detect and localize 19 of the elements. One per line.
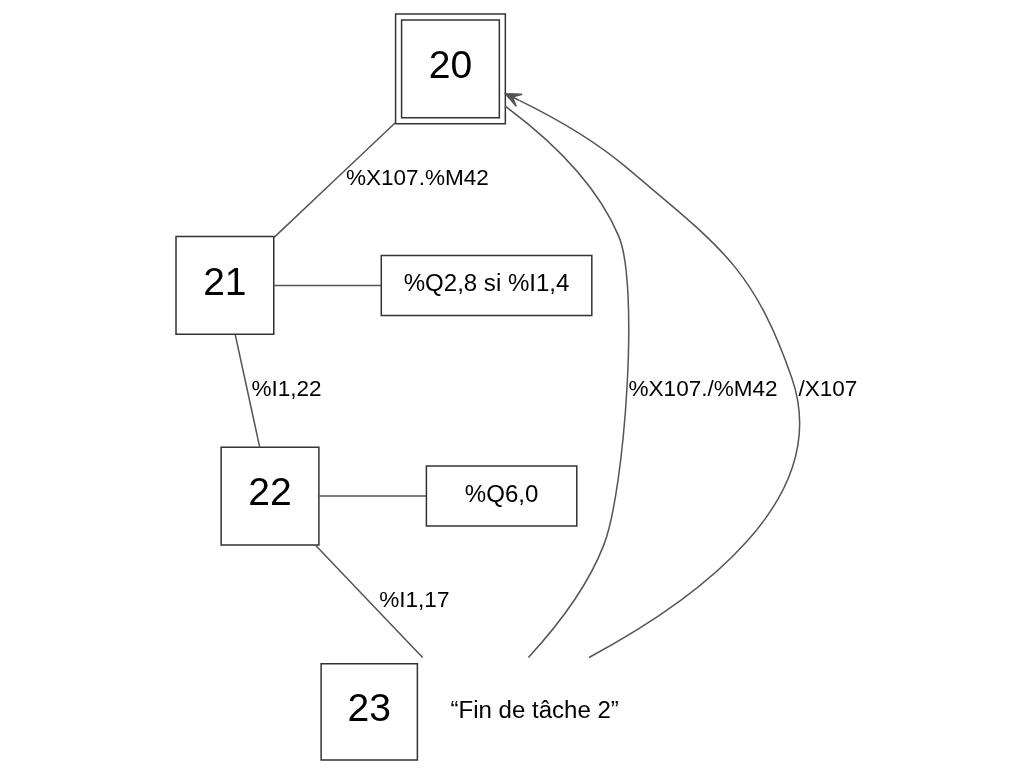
connector bbox=[234, 333, 260, 448]
node-box: 20 bbox=[394, 13, 506, 125]
connector bbox=[504, 105, 629, 659]
node-box: %Q2,8 si %I1,4 bbox=[380, 254, 593, 317]
node-label: “Fin de tâche 2” bbox=[449, 695, 619, 723]
edge-label: %I1,17 bbox=[378, 586, 449, 612]
arrow bbox=[504, 93, 800, 659]
node-box: %Q6,0 bbox=[425, 465, 578, 527]
connector bbox=[272, 284, 382, 287]
connector bbox=[314, 544, 423, 659]
node-box: 22 bbox=[219, 446, 320, 546]
edge-label: %I1,22 bbox=[250, 376, 322, 402]
edge-label: %X107.%M42 bbox=[345, 165, 489, 191]
connector bbox=[272, 121, 396, 239]
connector bbox=[318, 495, 427, 497]
node-box: 21 bbox=[174, 235, 274, 336]
edge-label: %X107./%M42 bbox=[628, 376, 778, 402]
edge-label: /X107 bbox=[797, 376, 857, 402]
node-box: 23 bbox=[319, 662, 418, 761]
